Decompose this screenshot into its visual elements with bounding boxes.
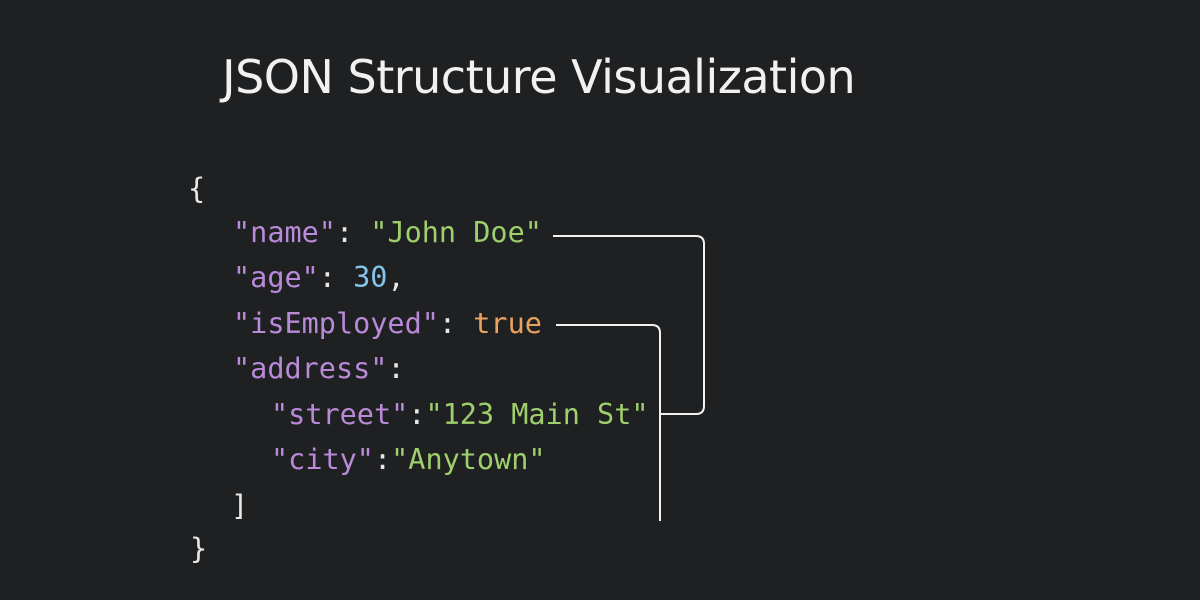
value-street: "123 Main St" [425, 398, 649, 431]
key-address: "address" [233, 352, 388, 385]
close-bracket: ] [231, 489, 249, 522]
key-is-employed: "isEmployed" [233, 307, 439, 340]
line-age: "age": 30, [233, 261, 405, 295]
colon: : [335, 216, 354, 249]
colon: : [408, 398, 426, 431]
key-city: "city" [271, 443, 374, 476]
value-is-employed: true [473, 307, 542, 340]
colon: : [373, 443, 392, 476]
line-city: "city":"Anytown" [271, 443, 546, 477]
close-brace: } [190, 532, 208, 565]
connector-is-employed [556, 324, 661, 521]
value-city: "Anytown" [391, 443, 546, 476]
key-street: "street" [271, 398, 409, 431]
open-brace: { [188, 172, 206, 205]
colon: : [438, 307, 457, 340]
page-title: JSON Structure Visualization [222, 50, 856, 104]
line-address: "address": [233, 352, 405, 386]
colon: : [318, 261, 336, 294]
key-name: "name" [233, 216, 336, 249]
line-name: "name": "John Doe" [233, 216, 542, 250]
value-name: "John Doe" [370, 216, 542, 249]
connector-name-to-street [553, 235, 705, 415]
comma: , [387, 261, 405, 294]
value-age: 30 [353, 261, 388, 294]
key-age: "age" [233, 261, 319, 294]
colon: : [387, 352, 405, 385]
line-street: "street":"123 Main St" [271, 398, 649, 432]
line-is-employed: "isEmployed": true [233, 307, 542, 341]
